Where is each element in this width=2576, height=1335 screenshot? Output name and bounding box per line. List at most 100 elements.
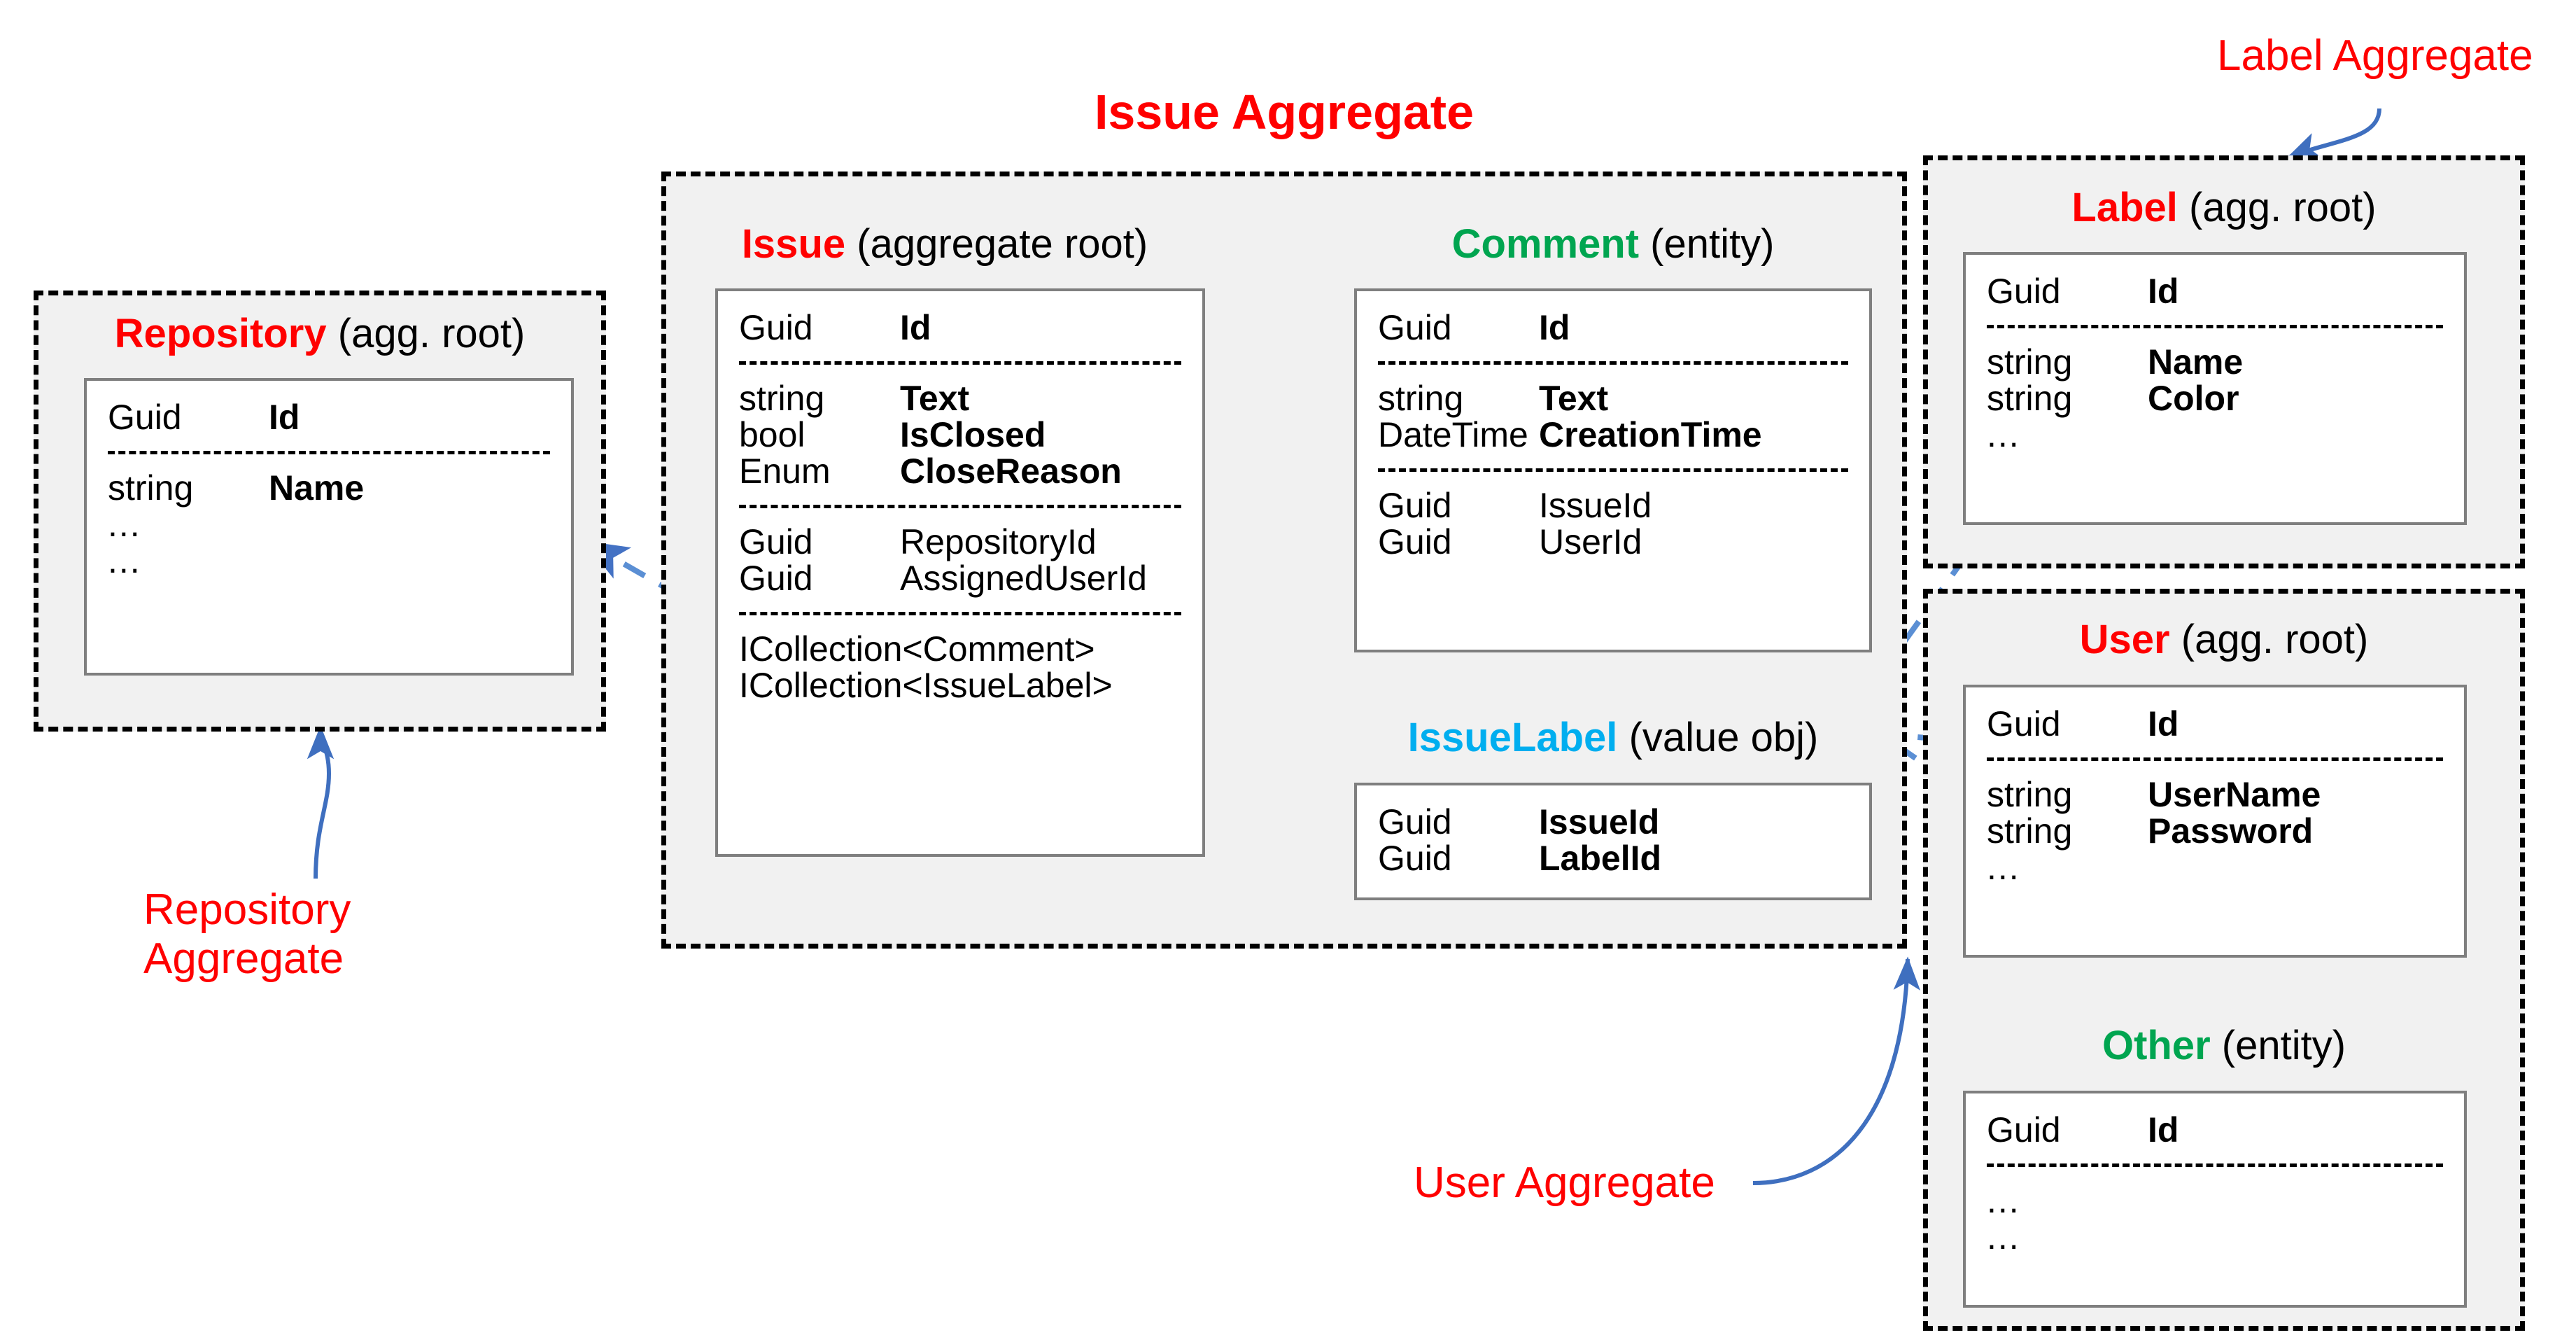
- field-name: Color: [2148, 379, 2239, 418]
- issue-entity-table: Guid Id string Text bool IsClosed Enum C…: [715, 288, 1205, 857]
- field-name: Id: [2148, 1110, 2179, 1149]
- field-name: UserId: [1539, 522, 1642, 561]
- issuelabel-entity-table: Guid IssueId Guid LabelId: [1354, 783, 1872, 900]
- issue-aggregate-heading: Issue Aggregate: [1094, 85, 1474, 139]
- issuelabel-entity-name: IssueLabel: [1407, 715, 1618, 760]
- annotation-repository-aggregate: Repository Aggregate: [143, 886, 351, 983]
- field-name: Name: [2148, 342, 2244, 382]
- user-entity-stereotype: (agg. root): [2181, 617, 2369, 662]
- field-name: Password: [2148, 811, 2314, 851]
- table-row: Enum CloseReason: [739, 453, 1181, 489]
- other-entity-table: Guid Id ... ...: [1963, 1091, 2467, 1308]
- field-type: string: [1378, 379, 1464, 418]
- table-row: ...: [1987, 849, 2443, 886]
- other-entity-name: Other: [2102, 1023, 2211, 1068]
- repository-entity-title: Repository (agg. root): [34, 314, 606, 354]
- field-name: CloseReason: [900, 452, 1122, 491]
- field-type: Guid: [739, 308, 813, 347]
- section-separator: [1378, 361, 1848, 365]
- table-row: ICollection<Comment>: [739, 631, 1181, 667]
- table-row: Guid Id: [1987, 1112, 2443, 1148]
- field-type: Guid: [1987, 272, 2061, 311]
- section-separator: [1378, 468, 1848, 472]
- table-row: Guid LabelId: [1378, 840, 1848, 876]
- field-type: bool: [739, 415, 805, 454]
- field-name: Id: [1539, 308, 1570, 347]
- issuelabel-entity-stereotype: (value obj): [1628, 715, 1819, 760]
- label-entity-name: Label: [2071, 185, 2178, 230]
- table-row: ...: [108, 506, 550, 543]
- comment-entity-title: Comment (entity): [1354, 224, 1872, 265]
- section-separator: [739, 612, 1181, 615]
- table-row: string Color: [1987, 380, 2443, 417]
- field-type: DateTime: [1378, 415, 1528, 454]
- field-type: Guid: [1378, 308, 1452, 347]
- field-type: Guid: [1987, 1110, 2061, 1149]
- field-type: Guid: [1378, 839, 1452, 878]
- section-separator: [1987, 1163, 2443, 1167]
- table-row: Guid AssignedUserId: [739, 560, 1181, 596]
- field-type: Guid: [739, 522, 813, 561]
- table-row: string Text: [1378, 380, 1848, 417]
- table-row: ...: [1987, 417, 2443, 453]
- field-type: string: [108, 468, 194, 508]
- field-name: Text: [900, 379, 970, 418]
- table-row: string Password: [1987, 813, 2443, 849]
- repository-entity-name: Repository: [114, 311, 327, 356]
- field-name: Name: [269, 468, 365, 508]
- field-type: ...: [1987, 1217, 2020, 1257]
- field-type: Guid: [739, 559, 813, 598]
- comment-entity-table: Guid Id string Text DateTime CreationTim…: [1354, 288, 1872, 652]
- field-type: string: [1987, 775, 2073, 814]
- leader-repository-aggregate: [307, 725, 335, 879]
- field-type: string: [739, 379, 825, 418]
- field-type: ...: [1987, 848, 2020, 887]
- field-name: UserName: [2148, 775, 2321, 814]
- issuelabel-entity-title: IssueLabel (value obj): [1354, 718, 1872, 758]
- section-separator: [108, 451, 550, 454]
- table-row: bool IsClosed: [739, 417, 1181, 453]
- field-type: Guid: [108, 398, 182, 437]
- table-row: ICollection<IssueLabel>: [739, 667, 1181, 704]
- annotation-label-aggregate: Label Aggregate: [2217, 32, 2533, 80]
- repository-entity-stereotype: (agg. root): [337, 311, 526, 356]
- comment-entity-stereotype: (entity): [1650, 221, 1775, 267]
- comment-entity-name: Comment: [1451, 221, 1640, 267]
- table-row: string Name: [1987, 344, 2443, 380]
- field-type: Guid: [1378, 802, 1452, 841]
- table-row: Guid Id: [739, 309, 1181, 346]
- field-type: string: [1987, 342, 2073, 382]
- field-name: CreationTime: [1539, 415, 1762, 454]
- field-type: Enum: [739, 452, 831, 491]
- leader-label-aggregate: [2286, 108, 2381, 160]
- user-entity-table: Guid Id string UserName string Password …: [1963, 685, 2467, 958]
- issue-entity-stereotype: (aggregate root): [857, 221, 1148, 267]
- user-entity-title: User (agg. root): [1923, 620, 2525, 660]
- field-type: Guid: [1378, 486, 1452, 525]
- table-row: ...: [1987, 1219, 2443, 1255]
- table-row: string Text: [739, 380, 1181, 417]
- field-type: ...: [108, 541, 141, 580]
- issue-entity-name: Issue: [741, 221, 846, 267]
- section-separator: [739, 505, 1181, 508]
- table-row: ...: [1987, 1182, 2443, 1219]
- repository-entity-table: Guid Id string Name ... ...: [84, 378, 574, 676]
- field-type: ...: [1987, 1181, 2020, 1220]
- field-name: Id: [2148, 704, 2179, 743]
- field-type: ICollection<IssueLabel>: [739, 666, 1113, 705]
- field-type: string: [1987, 811, 2073, 851]
- table-row: Guid RepositoryId: [739, 524, 1181, 560]
- label-entity-table: Guid Id string Name string Color ...: [1963, 252, 2467, 525]
- issue-entity-title: Issue (aggregate root): [700, 224, 1190, 265]
- field-name: IssueId: [1539, 802, 1660, 841]
- table-row: Guid UserId: [1378, 524, 1848, 560]
- section-separator: [739, 361, 1181, 365]
- table-row: Guid Id: [1378, 309, 1848, 346]
- leader-user-aggregate: [1752, 956, 1921, 1185]
- label-entity-title: Label (agg. root): [1923, 188, 2525, 228]
- field-name: IsClosed: [900, 415, 1046, 454]
- user-entity-name: User: [2079, 617, 2170, 662]
- field-type: Guid: [1378, 522, 1452, 561]
- table-row: Guid Id: [1987, 273, 2443, 309]
